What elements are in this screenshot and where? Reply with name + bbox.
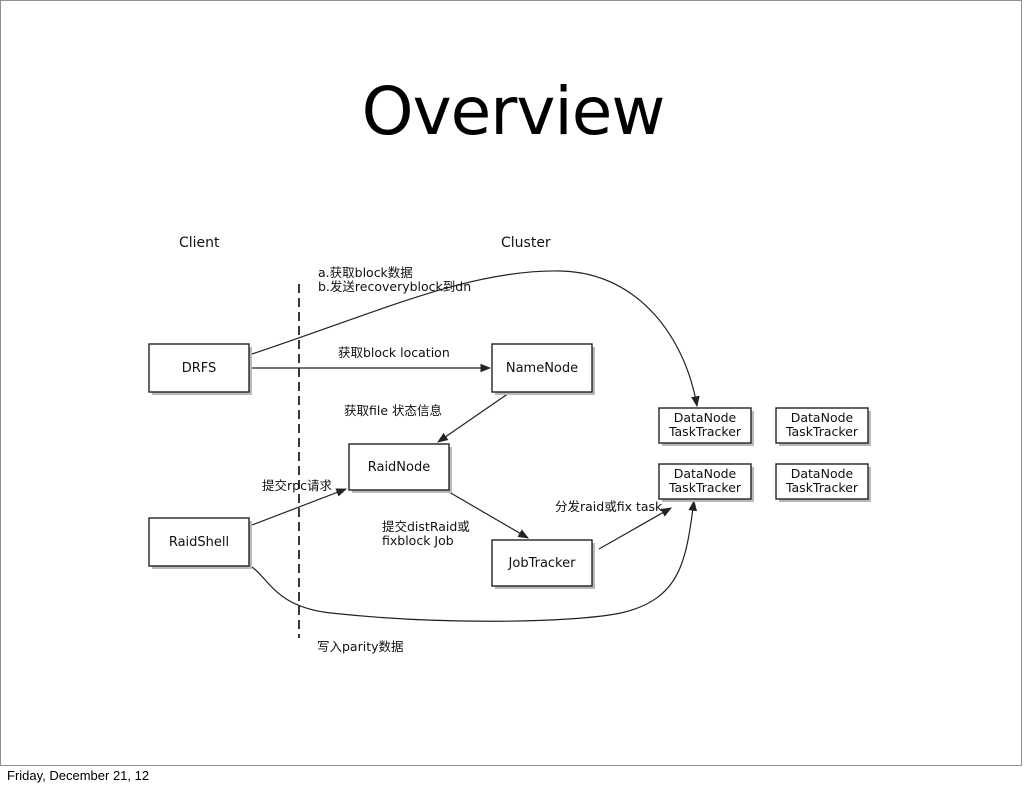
- label-submit-rpc: 提交rpc请求: [262, 478, 332, 493]
- edge-raidshell-to-datanode: [251, 499, 697, 622]
- footer-date: Friday, December 21, 12: [7, 768, 150, 783]
- datanode-tasktracker-node: DataNode TaskTracker: [775, 407, 871, 446]
- tasktracker-label: TaskTracker: [668, 424, 742, 439]
- label-fixblock-job: fixblock Job: [382, 533, 454, 548]
- tasktracker-label: TaskTracker: [785, 480, 859, 495]
- drfs-node: DRFS: [148, 343, 252, 395]
- edge-raidnode-to-jobtracker: [448, 491, 529, 539]
- label-submit-distraid: 提交distRaid或: [382, 519, 470, 534]
- raidnode-label: RaidNode: [368, 460, 431, 475]
- architecture-diagram: Client Cluster a.获取block数据 b.发送recoveryb…: [148, 235, 871, 654]
- edge-drfs-to-datanode: [251, 270, 700, 408]
- drfs-label: DRFS: [182, 361, 217, 376]
- datanode-tasktracker-node: DataNode TaskTracker: [658, 463, 754, 502]
- slide: Overview Client Cluster a.获取block数据 b.发送…: [0, 0, 1022, 766]
- slide-title: Overview: [361, 73, 666, 150]
- tasktracker-label: TaskTracker: [668, 480, 742, 495]
- jobtracker-node: JobTracker: [491, 539, 595, 589]
- datanode-label: DataNode: [674, 466, 737, 481]
- tasktracker-label: TaskTracker: [785, 424, 859, 439]
- namenode-node: NameNode: [491, 343, 595, 395]
- cluster-header: Cluster: [501, 235, 551, 251]
- datanode-label: DataNode: [791, 466, 854, 481]
- label-fetch-block-data: a.获取block数据: [318, 265, 413, 280]
- label-block-location: 获取block location: [338, 345, 450, 360]
- datanode-tasktracker-node: DataNode TaskTracker: [658, 407, 754, 446]
- namenode-label: NameNode: [506, 361, 578, 376]
- edge-jobtracker-to-datanode: [598, 507, 672, 550]
- edge-namenode-to-raidnode: [437, 392, 510, 443]
- jobtracker-label: JobTracker: [508, 556, 577, 571]
- label-file-status: 获取file 状态信息: [344, 403, 442, 418]
- raidnode-node: RaidNode: [348, 443, 452, 493]
- datanode-label: DataNode: [674, 410, 737, 425]
- label-dispatch-task: 分发raid或fix task: [555, 499, 663, 514]
- label-write-parity: 写入parity数据: [317, 639, 404, 654]
- datanode-tasktracker-node: DataNode TaskTracker: [775, 463, 871, 502]
- edge-raidshell-to-raidnode: [251, 488, 348, 526]
- raidshell-node: RaidShell: [148, 517, 252, 569]
- raidshell-label: RaidShell: [169, 535, 229, 550]
- client-header: Client: [179, 235, 220, 251]
- label-send-recovery-block: b.发送recoveryblock到dn: [318, 279, 471, 294]
- datanode-label: DataNode: [791, 410, 854, 425]
